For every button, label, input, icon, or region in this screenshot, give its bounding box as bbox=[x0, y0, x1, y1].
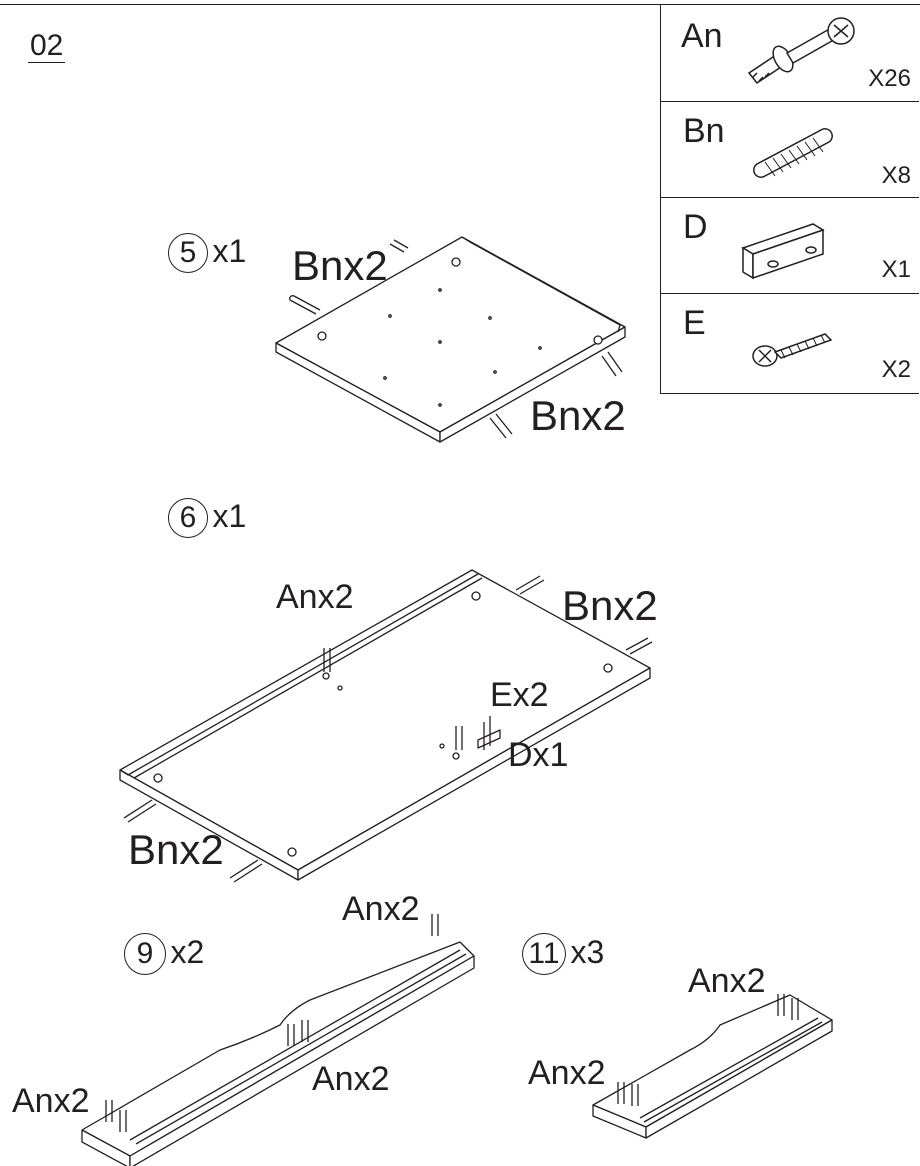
cam-bolt-label: Anx2 bbox=[342, 890, 420, 928]
panel-11-callout: 11 x3 bbox=[522, 933, 604, 975]
dowel-label: Bnx2 bbox=[530, 392, 626, 439]
dowel-label: Bnx2 bbox=[292, 242, 388, 289]
panel-9-callout: 9 x2 bbox=[124, 933, 204, 975]
cam-bolt-label: Anx2 bbox=[312, 1060, 390, 1098]
part-code: D bbox=[683, 208, 708, 246]
panel-count: x1 bbox=[212, 498, 247, 534]
part-qty: X26 bbox=[868, 65, 911, 92]
panel-5-drawing bbox=[275, 236, 626, 443]
part-qty: X8 bbox=[881, 162, 911, 189]
panel-number-badge: 6 bbox=[168, 498, 208, 538]
part-code: An bbox=[681, 17, 723, 55]
top-rule bbox=[0, 4, 920, 5]
part-row-an: An X26 bbox=[661, 5, 919, 101]
cam-bolt-icon bbox=[747, 17, 855, 85]
panel-count: x2 bbox=[170, 934, 205, 970]
panel-number-badge: 11 bbox=[522, 933, 566, 975]
part-row-e: E X2 bbox=[661, 293, 919, 394]
part-row-bn: Bn X8 bbox=[661, 101, 919, 198]
dowel-label: Bnx2 bbox=[562, 582, 658, 629]
l-bracket-icon bbox=[741, 223, 825, 280]
panel-number-badge: 5 bbox=[168, 233, 208, 273]
panel-count: x1 bbox=[212, 233, 247, 269]
step-number: 02 bbox=[28, 29, 66, 63]
part-code: E bbox=[683, 304, 706, 342]
cam-bolt-label: Anx2 bbox=[528, 1054, 606, 1092]
panel-6-drawing bbox=[119, 569, 653, 883]
part-code: Bn bbox=[683, 112, 725, 150]
parts-table: An X26 Bn X8 D bbox=[660, 5, 919, 394]
cam-bolt-label: Anx2 bbox=[12, 1082, 90, 1120]
screw-icon bbox=[752, 333, 833, 367]
part-qty: X2 bbox=[881, 356, 911, 383]
panel-5-callout: 5 x1 bbox=[168, 233, 246, 273]
panel-number-badge: 9 bbox=[124, 933, 166, 975]
bracket-label: Dx1 bbox=[508, 736, 569, 774]
dowel-label: Bnx2 bbox=[128, 826, 224, 873]
panel-count: x3 bbox=[570, 934, 605, 970]
part-row-d: D X1 bbox=[661, 197, 919, 294]
panel-9-drawing bbox=[81, 914, 475, 1166]
panel-6-callout: 6 x1 bbox=[168, 498, 246, 538]
part-qty: X1 bbox=[881, 256, 911, 283]
cam-bolt-label: Anx2 bbox=[688, 962, 766, 1000]
wood-dowel-icon bbox=[753, 128, 833, 178]
screw-label: Ex2 bbox=[490, 676, 549, 714]
cam-bolt-label: Anx2 bbox=[276, 578, 354, 616]
panel-11-drawing bbox=[592, 994, 833, 1139]
